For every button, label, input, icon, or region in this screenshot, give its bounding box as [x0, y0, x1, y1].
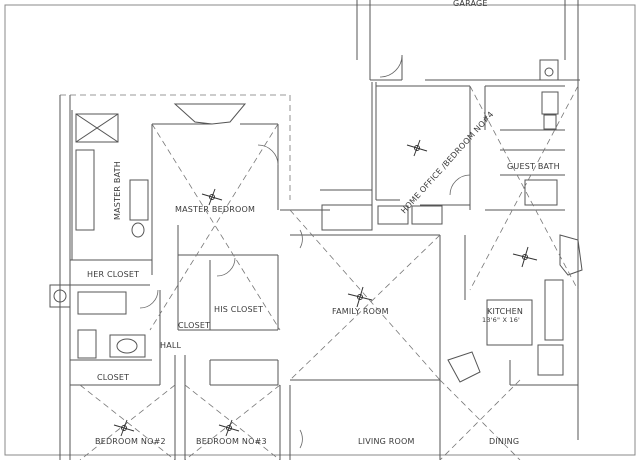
room-label-guest-bath: GUEST BATH [507, 162, 560, 171]
room-label-hall: HALL [160, 341, 182, 350]
room-label-master-bedroom: MASTER BEDROOM [175, 205, 256, 214]
master-bedroom-walls [152, 103, 279, 330]
room-label-kitchen: KITCHEN [487, 307, 524, 316]
room-label-closet-lower: CLOSET [97, 373, 130, 382]
roof-lines [60, 85, 579, 460]
master-bath-walls [70, 110, 153, 275]
room-label-his-closet: HIS CLOSET [214, 305, 264, 314]
room-label-family-room: FAMILY ROOM [332, 307, 389, 316]
room-label-dining: DINING [489, 437, 520, 446]
garage-walls [356, 0, 580, 440]
home-office-walls [371, 82, 471, 225]
room-label-her-closet: HER CLOSET [87, 270, 140, 279]
door-swings [139, 54, 471, 449]
room-label-master-bath: MASTER BATH [113, 161, 122, 220]
room-label-closet-hall: CLOSET [178, 321, 211, 330]
room-label-kitchen-dims: 13'6" X 16' [482, 316, 521, 324]
hall-closet-walls [70, 255, 279, 386]
room-label-bedroom-3: BEDROOM NO#3 [196, 437, 267, 446]
ceiling-fan-icons [113, 139, 538, 437]
room-label-garage: GARAGE [453, 0, 488, 8]
kitchen-walls [447, 209, 583, 386]
guest-bath-walls [484, 85, 565, 211]
bedroom-walls [174, 355, 291, 460]
room-label-living-room: LIVING ROOM [358, 437, 415, 446]
sheet-border [4, 4, 636, 456]
family-living-walls [280, 189, 466, 460]
room-label-bedroom-2: BEDROOM NO#2 [95, 437, 166, 446]
